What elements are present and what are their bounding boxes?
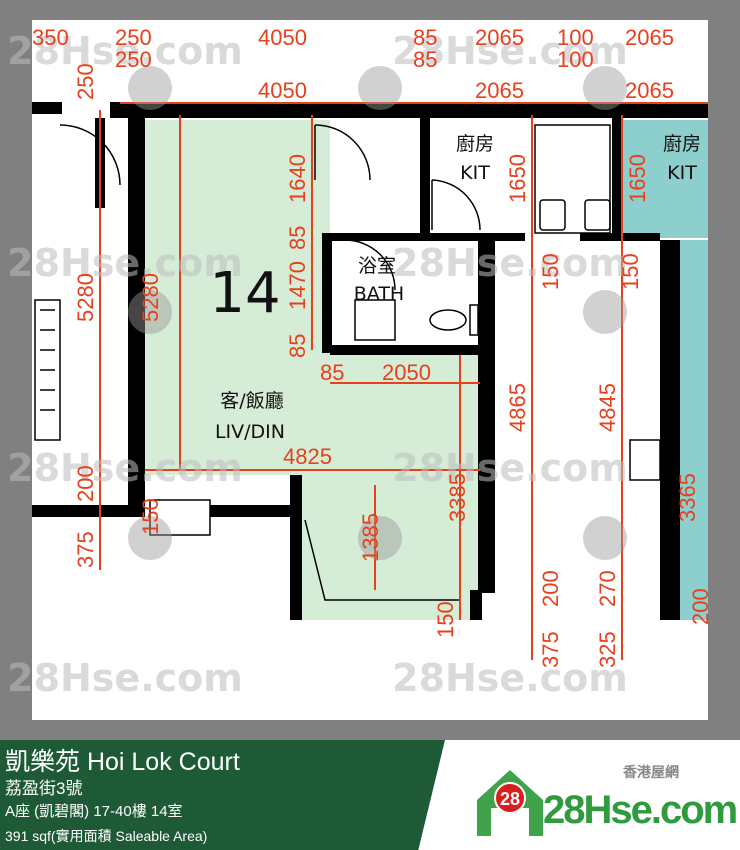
dim-label: 200 [538,570,563,607]
dim-label: 2065 [475,78,524,103]
dim-label: 150 [538,253,563,290]
watermark-badge-icon [583,66,627,110]
kitchen2-label-en: KIT [667,162,697,184]
watermark: 28Hse.com [392,29,628,73]
dim-label: 85 [285,334,310,358]
neighbor-unit [680,240,708,620]
dim-label: 1470 [285,261,310,310]
kitchen-label-en: KIT [460,162,490,184]
dim-label: 2050 [382,360,431,385]
dim-label: 85 [320,360,344,385]
dim-label: 350 [32,25,69,50]
dim-label: 4845 [595,383,620,432]
site-logo[interactable]: 28 香港屋網 28Hse.com [475,762,738,842]
dim-label: 5280 [73,273,98,322]
dim-label: 1385 [358,513,383,562]
dim-label: 4865 [505,383,530,432]
dim-label: 150 [433,601,458,638]
bath-label-zh: 浴室 [358,255,396,277]
dim-label: 270 [595,570,620,607]
kitchen2-label-zh: 廚房 [663,132,701,155]
property-area: 391 sqf(實用面積 Saleable Area) [5,828,208,844]
watermark: 28Hse.com [392,656,628,700]
dimension-lines [99,102,708,660]
dim-label: 2065 [625,25,674,50]
walls [32,102,708,620]
dim-label: 5280 [138,273,163,322]
watermark-badge-icon [128,290,172,334]
dim-label: 250 [115,47,152,72]
watermark-badge-icon [583,516,627,560]
dim-label: 150 [618,253,643,290]
logo-badge: 28 [500,789,520,809]
dim-label: 250 [115,25,152,50]
watermarks: 28Hse.com 28Hse.com 28Hse.com 28Hse.com … [7,29,628,700]
watermark: 28Hse.com [392,446,628,490]
unit-number: 14 [209,261,280,326]
dim-label: 3365 [675,473,700,522]
dim-label: 85 [413,47,437,72]
dim-label: 85 [413,25,437,50]
dim-label: 375 [538,631,563,668]
property-info-panel: 凱樂苑 Hoi Lok Court 荔盈街3號 A座 (凱碧閣) 17-40樓 … [0,740,445,850]
dim-label: 4825 [283,444,332,469]
dim-label: 1650 [505,154,530,203]
dim-label: 100 [557,47,594,72]
dim-label: 375 [73,531,98,568]
watermark-badge-icon [583,290,627,334]
dim-label: 2065 [475,25,524,50]
dim-label: 2065 [625,78,674,103]
watermark-badge-icon [358,516,402,560]
floor-plan: 28Hse.com 28Hse.com 28Hse.com 28Hse.com … [7,20,713,720]
dim-label: 4050 [258,78,307,103]
watermark: 28Hse.com [7,656,243,700]
logo-tagline: 香港屋網 [623,764,679,780]
dimension-labels: 350 250 4050 85 2065 100 2065 250 85 100… [32,25,713,668]
dim-label: 250 [73,63,98,100]
watermark-badge-icon [358,66,402,110]
dim-label: 85 [285,226,310,250]
dim-label: 100 [557,25,594,50]
living-dining-room [145,120,480,590]
neighbor-kitchen [620,120,708,238]
property-address: 荔盈街3號 [5,779,83,798]
property-title: 凱樂苑 Hoi Lok Court [5,748,240,776]
fixtures [34,124,661,601]
watermark: 28Hse.com [7,241,243,285]
watermark-badge-icon [128,66,172,110]
house-logo-icon: 28 [477,770,543,836]
watermark: 28Hse.com [392,241,628,285]
dim-label: 200 [688,588,713,625]
kitchen-label-zh: 廚房 [456,132,494,155]
dim-label: 4050 [258,25,307,50]
watermark-badge-icon [128,516,172,560]
dim-label: 150 [138,498,163,535]
dim-label: 1650 [625,154,650,203]
footer: 凱樂苑 Hoi Lok Court 荔盈街3號 A座 (凱碧閣) 17-40樓 … [0,740,740,850]
property-unit: A座 (凱碧閣) 17-40樓 14室 [5,803,183,820]
living-label-en: LIV/DIN [215,421,285,443]
dim-label: 325 [595,631,620,668]
dim-label: 200 [73,465,98,502]
watermark: 28Hse.com [7,446,243,490]
dim-label: 3385 [445,473,470,522]
watermark: 28Hse.com [7,29,243,73]
logo-text: 28Hse.com [543,788,738,832]
bath-label-en: BATH [354,283,404,305]
living-label-zh: 客/飯廳 [220,390,283,412]
dim-label: 1640 [285,154,310,203]
